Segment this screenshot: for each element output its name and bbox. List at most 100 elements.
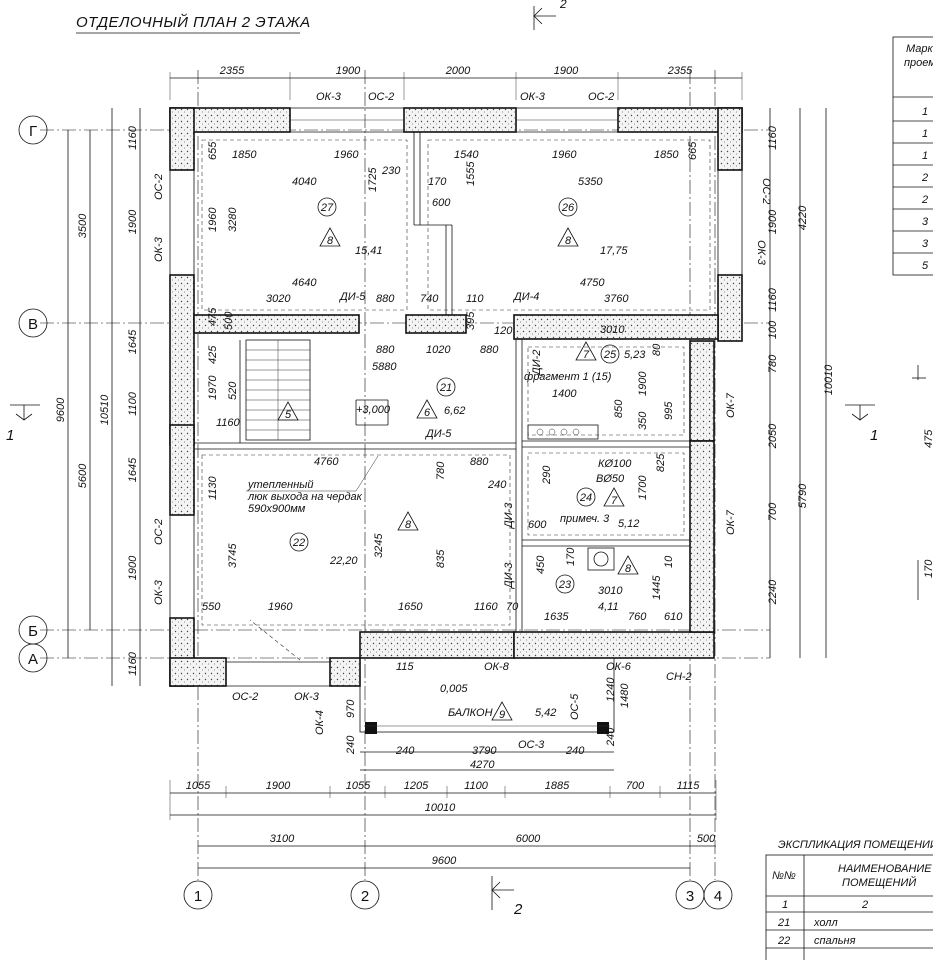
dim-int-25: 1130 <box>207 475 219 500</box>
dim-int-43: 3280 <box>227 207 239 232</box>
dim-int-14: 3010 <box>600 324 625 336</box>
schedule-header-2: проема <box>904 57 933 69</box>
dim-left-mid: 10510 <box>99 394 111 425</box>
dim-top-5: 2355 <box>667 65 693 77</box>
dim-int-20: 1900 <box>637 371 649 396</box>
room-9-number: 9 <box>499 709 505 721</box>
section-mark-bottom-label: 2 <box>513 901 523 918</box>
dim-left-inner-6: 1900 <box>127 555 139 580</box>
dim-chain-bottom-1: 1055 1900 1055 1205 1100 1885 700 1115 1… <box>169 780 717 820</box>
finish-lines <box>201 139 711 661</box>
dim-int-60: 600 <box>528 519 547 531</box>
dim-balcony-3: 240 <box>565 745 585 757</box>
dim-balcony-6: 1240 <box>605 677 617 702</box>
axis-bubble-a: А <box>18 643 48 673</box>
room-25-floor: 7 <box>583 349 590 361</box>
label-os3: ОС-3 <box>518 739 545 751</box>
dim-top-4: 1900 <box>554 65 579 77</box>
dim-int-7: 4640 <box>292 277 317 289</box>
schedule-row-6: 3 <box>922 216 929 228</box>
axis-label-v: В <box>28 316 38 333</box>
interior-dims: 1850 1960 1540 1960 1850 4040 5350 4640 … <box>202 141 699 623</box>
dim-int-64: 500 <box>223 311 235 330</box>
dim-int-58: 170 <box>565 547 577 566</box>
dim-int-5: 4040 <box>292 176 317 188</box>
dim-left-inner-5: 1645 <box>127 457 139 482</box>
explication-col-num: №№ <box>772 870 796 882</box>
dim-top-2: 1900 <box>336 65 361 77</box>
label-di3-b: ДИ-3 <box>503 562 515 590</box>
dim-int-56: 850 <box>613 399 625 418</box>
explication-idx-name: 2 <box>861 899 868 911</box>
dim-int-50: 425 <box>207 345 219 364</box>
label-ok3-right-top: ОК-3 <box>755 240 767 266</box>
room-21: 21 6 6,62 <box>416 377 465 419</box>
section-mark-right-label: 1 <box>870 427 878 444</box>
room-21-floor: 6 <box>424 407 431 419</box>
dim-right-inner-4: 100 <box>767 320 779 339</box>
label-os2-bottom: ОС-2 <box>232 691 258 703</box>
dim-int-37: 610 <box>664 611 683 623</box>
opening-labels: ОК-3 ОС-2 ОК-3 ОС-2 ОС-2 ОК-3 ОС-2 ОК-3 … <box>153 91 772 751</box>
dim-left-inner-4: 1100 <box>127 391 139 416</box>
axis-label-2: 2 <box>361 888 369 905</box>
section-mark-bottom: 2 <box>491 876 523 918</box>
room-24: 24 7 5,12 <box>576 487 639 530</box>
label-ok3-top-left: ОК-3 <box>316 91 342 103</box>
dim-bottom-2-1: 3100 <box>270 833 295 845</box>
schedule-header-1: Марка <box>906 43 933 55</box>
dim-int-19: 1400 <box>552 388 577 400</box>
dim-bottom-1: 1055 <box>186 780 211 792</box>
dim-left-inner-2: 1900 <box>127 209 139 234</box>
partial-section-view: 475 170 <box>912 365 933 600</box>
dim-int-30: 1960 <box>268 601 293 613</box>
room-23: 23 8 4,11 <box>555 555 639 613</box>
dim-left-inner-7: 1160 <box>127 651 139 676</box>
room-24-number: 24 <box>579 492 592 504</box>
dim-chain-right: 1160 1900 1160 100 780 2050 700 2240 422… <box>767 108 835 658</box>
explication-row-2-num: 22 <box>777 935 790 947</box>
room-24-floor: 7 <box>611 495 618 507</box>
level-mark: +3,000 <box>356 404 391 416</box>
dim-right-inner-8: 2240 <box>767 579 779 605</box>
dim-chain-balcony: 240 3790 240 4270 240 1240 1480 970 240 <box>345 677 631 771</box>
dim-right-inner-1: 1160 <box>767 125 779 150</box>
fragment-note: фрагмент 1 (15) <box>524 371 612 383</box>
dim-balcony-9: 240 <box>605 727 617 747</box>
sanitary-fixtures <box>527 424 615 571</box>
section-view-dim-1: 475 <box>923 429 933 448</box>
explication-title: ЭКСПЛИКАЦИЯ ПОМЕЩЕНИЙ 2 Э <box>778 838 933 851</box>
dim-top-3: 2000 <box>445 65 471 77</box>
dim-int-17: 1020 <box>426 344 451 356</box>
dim-int-22: 4760 <box>314 456 339 468</box>
dim-bottom-8: 1115 <box>677 780 701 792</box>
dim-int-27: 3245 <box>373 533 385 558</box>
axis-bubble-v: В <box>18 308 48 338</box>
section-mark-top: 2 <box>533 0 567 30</box>
explication-idx-num: 1 <box>782 899 788 911</box>
room-26: 26 8 17,75 <box>557 197 628 257</box>
section-mark-top-label: 2 <box>559 0 567 11</box>
dim-int-4: 1850 <box>654 149 679 161</box>
dim-balcony-4: 4270 <box>470 759 495 771</box>
room-27-area: 15,41 <box>355 245 383 257</box>
dim-int-16: 880 <box>376 344 395 356</box>
dim-int-41: 655 <box>207 141 219 160</box>
label-ok4: ОК-4 <box>314 710 326 735</box>
dim-int-67: 80 <box>651 343 663 356</box>
pipe-v: ВØ50 <box>596 473 625 485</box>
dim-bottom-2-2: 6000 <box>516 833 541 845</box>
dim-left-total: 9600 <box>55 397 67 422</box>
room-explication-table: ЭКСПЛИКАЦИЯ ПОМЕЩЕНИЙ 2 Э №№ НАИМЕНОВАНИ… <box>765 838 933 960</box>
explication-col-name-2: ПОМЕЩЕНИЙ <box>842 876 916 889</box>
section-view-dim-2: 170 <box>923 559 933 578</box>
section-mark-right: 1 <box>845 404 878 444</box>
dim-int-21: 995 <box>663 401 675 420</box>
axis-label-3: 3 <box>686 888 694 905</box>
label-ok7-upper: ОК-7 <box>725 392 737 418</box>
dim-int-39: 1700 <box>637 475 649 500</box>
schedule-row-3: 1 <box>922 150 928 162</box>
dim-chain-top: 2355 1900 2000 1900 2355 <box>169 65 743 100</box>
axis-bubble-1: 1 <box>183 880 213 910</box>
label-os2-left-top: ОС-2 <box>153 174 165 200</box>
